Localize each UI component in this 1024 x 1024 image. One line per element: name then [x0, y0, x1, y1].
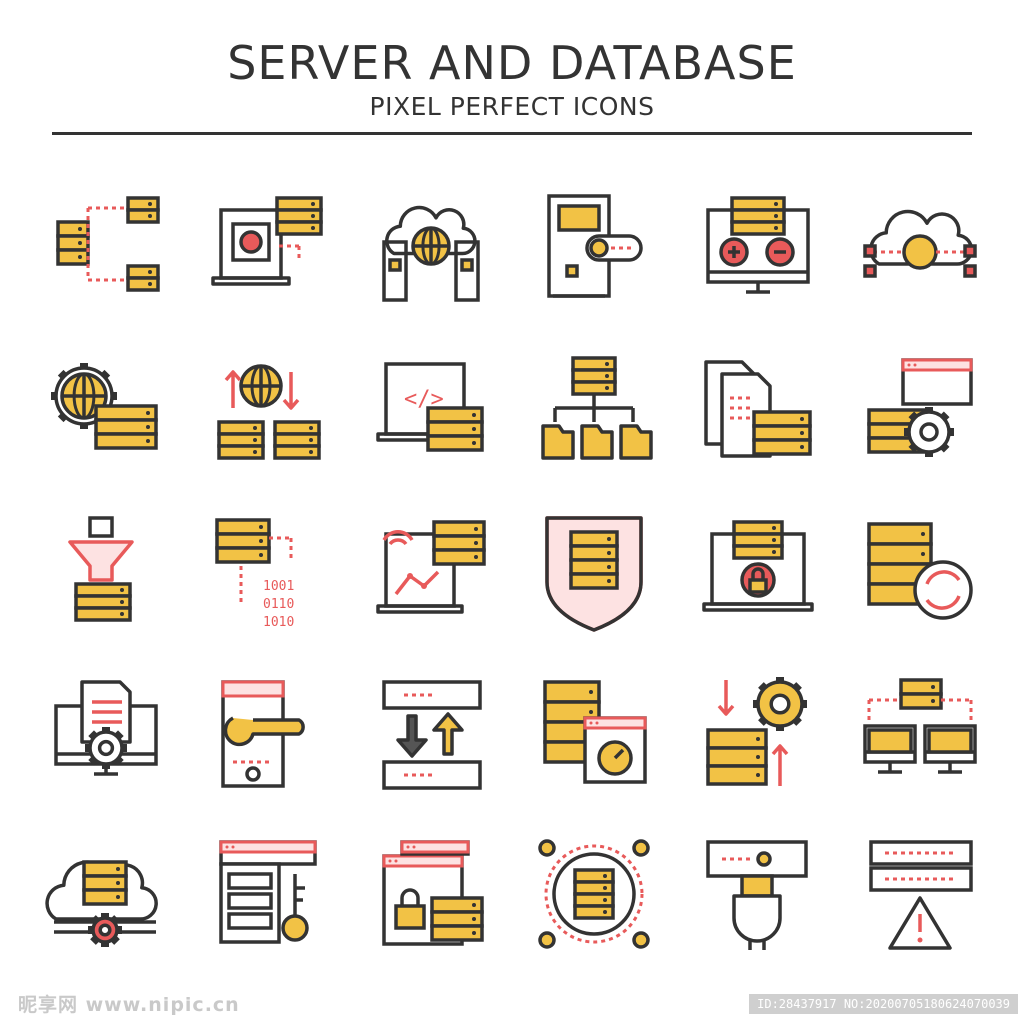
laptop-server-settings-icon [203, 180, 333, 310]
laptop-code-database-icon: </> [366, 342, 496, 472]
cloud-globe-server-icon [366, 180, 496, 310]
database-binary-code-icon: 1001 0110 1010 [203, 504, 333, 634]
server-warning-icon [855, 828, 985, 958]
cloud-share-icon [855, 180, 985, 310]
shield-database-icon [529, 504, 659, 634]
page-subtitle: PIXEL PERFECT ICONS [369, 92, 655, 121]
server-tower-drive-icon [529, 180, 659, 310]
svg-text:1010: 1010 [263, 615, 294, 630]
server-wrench-icon [203, 666, 333, 796]
funnel-database-icon [40, 504, 170, 634]
title-divider [52, 132, 972, 135]
icon-grid: </> 1001 0110 1010 [40, 180, 988, 958]
svg-text:1001: 1001 [263, 579, 294, 594]
watermark-right: ID:28437917 NO:20200705180624070039 [749, 994, 1018, 1014]
laptop-database-lock-icon [692, 504, 822, 634]
database-refresh-icon [855, 504, 985, 634]
globe-server-sync-icon [203, 342, 333, 472]
database-computers-network-icon [855, 666, 985, 796]
database-speed-gauge-icon [529, 666, 659, 796]
database-gear-arrows-icon [692, 666, 822, 796]
server-data-transfer-icon [366, 666, 496, 796]
page-title: SERVER AND DATABASE [227, 36, 797, 90]
server-network-icon [40, 180, 170, 310]
svg-text:0110: 0110 [263, 597, 294, 612]
database-nodes-network-icon [529, 828, 659, 958]
browser-lock-database-icon [366, 828, 496, 958]
watermark-left: 昵享网 www.nipic.cn [18, 994, 240, 1016]
database-key-icon [203, 828, 333, 958]
database-folder-tree-icon [529, 342, 659, 472]
cloud-server-gear-icon [40, 828, 170, 958]
monitor-document-gear-icon [40, 666, 170, 796]
server-usb-plug-icon [692, 828, 822, 958]
wifi-laptop-analytics-database-icon [366, 504, 496, 634]
monitor-server-add-remove-icon [692, 180, 822, 310]
globe-gear-server-icon [40, 342, 170, 472]
browser-database-gear-icon [855, 342, 985, 472]
documents-database-icon [692, 342, 822, 472]
